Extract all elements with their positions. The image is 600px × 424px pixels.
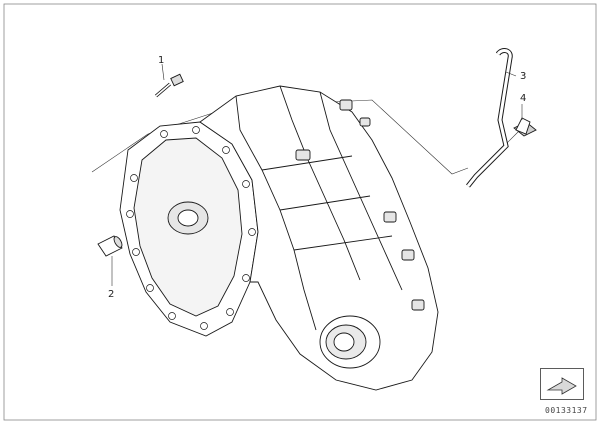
leader-1: [161, 63, 165, 81]
callout-1: 1: [158, 55, 165, 66]
document-number: 00133137: [545, 406, 588, 415]
diagram-frame: [3, 3, 597, 421]
callout-2: 2: [108, 289, 115, 300]
part-3-vent-hose: [466, 48, 513, 188]
flange-bolt-holes: [126, 126, 256, 330]
part-2-sleeve: [97, 235, 123, 257]
callout-4: 4: [520, 93, 527, 104]
callout-3: 3: [520, 71, 527, 82]
page-forward-arrow-icon[interactable]: [540, 368, 584, 400]
part-1-bolt: [154, 73, 184, 98]
leader-3: [505, 71, 517, 77]
transfer-case-housing: [119, 85, 439, 391]
part-4-clip: [513, 117, 537, 137]
